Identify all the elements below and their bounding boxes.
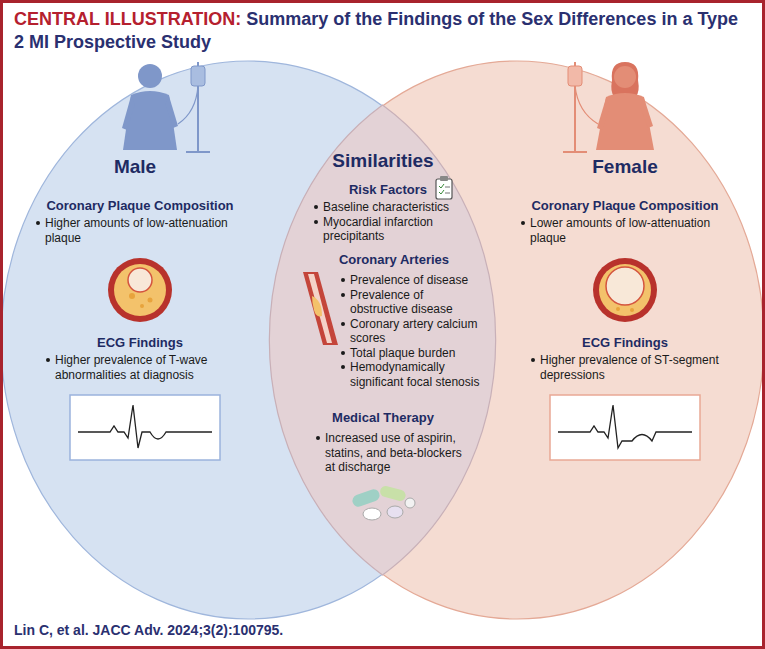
female-plaque-cross-section [593, 258, 657, 322]
male-ecg-box-part [70, 395, 220, 460]
female-iv-pole-part [563, 151, 587, 153]
text-group: Female [575, 156, 675, 178]
female-plaque-cross-section-part [630, 308, 634, 312]
male-circle-fill [1, 61, 495, 619]
section-heading: Medical Therapy [303, 410, 463, 426]
female-ecg-box-part [558, 405, 692, 448]
bullet-item: Higher amounts of low-attenuation plaque [35, 216, 245, 245]
figure-caption: Lin C, et al. JACC Adv. 2024;3(2):100795… [14, 621, 283, 639]
female-ecg-box [550, 395, 700, 460]
male-iv-pole [178, 62, 210, 152]
bullet-item: Myocardial infarction precipitants [313, 215, 463, 244]
male-plaque-cross-section-part [129, 293, 135, 299]
text-group: Medical Therapy [303, 410, 463, 428]
male-patient-figure-part [123, 91, 177, 150]
pills-image [351, 485, 415, 520]
bullet-item: Baseline characteristics [313, 200, 463, 215]
female-plaque-cross-section-part [599, 264, 651, 316]
pills-image-part [351, 488, 381, 509]
coronary-artery-image-part [303, 272, 338, 345]
male-plaque-cross-section-part [114, 264, 166, 316]
clipboard-icon-part [445, 193, 450, 194]
male-ecg-box [70, 395, 220, 460]
female-iv-pole-part [568, 66, 582, 86]
male-plaque-cross-section-part [148, 298, 153, 303]
bullet-item: Higher prevalence of T-wave abnormalitie… [45, 353, 235, 382]
female-ecg-box-part [550, 395, 700, 460]
clipboard-icon-part [445, 187, 450, 188]
bullet-item: Prevalence of disease [340, 273, 480, 288]
text-group: Coronary Arteries [299, 252, 489, 270]
female-patient-figure-part [596, 93, 654, 150]
figure-label: CENTRAL ILLUSTRATION: [14, 9, 241, 29]
coronary-artery-image-part [312, 296, 322, 316]
bullet-item: Total plaque burden [340, 346, 480, 361]
female-iv-pole-part [575, 86, 598, 124]
female-patient-figure-part [611, 62, 638, 96]
text-group: Male [85, 156, 185, 178]
similarities-overlap: SimilaritiesRisk FactorsBaseline charact… [269, 105, 496, 575]
female-plaque-cross-section-part [606, 267, 644, 305]
clipboard-icon-part [439, 184, 444, 194]
pills-image-part [379, 485, 407, 502]
male-patient-figure-part [138, 64, 162, 88]
male-patient-figure [122, 64, 178, 150]
female-patient-figure [596, 62, 654, 150]
female-plaque-cross-section-part [593, 258, 657, 322]
region-title: Female [575, 156, 675, 178]
section-heading: Coronary Plaque Composition [35, 198, 245, 214]
bullet-item: Higher prevalence of ST-segment depressi… [530, 353, 720, 382]
pills-image-part [387, 506, 403, 518]
female-iv-pole [563, 62, 598, 152]
male-plaque-cross-section-part [128, 268, 152, 292]
text-group: Increased use of aspirin, statins, and b… [315, 431, 465, 475]
female-plaque-cross-section-part [616, 307, 620, 311]
female-circle-fill [270, 61, 764, 619]
female-patient-figure-part [614, 66, 636, 88]
text-group: Prevalence of diseasePrevalence of obstr… [340, 273, 480, 389]
section-heading: Coronary Arteries [299, 252, 489, 268]
coronary-artery-image-part [308, 274, 332, 343]
male-plaque-cross-section-part [108, 258, 172, 322]
text-group: ECG FindingsHigher prevalence of T-wave … [45, 335, 235, 382]
female-patient-figure-part [597, 98, 610, 130]
bullet-item: Hemodynamically significant focal stenos… [340, 360, 480, 389]
clipboard-icon-part [440, 176, 448, 181]
male-patient-figure-part [165, 96, 178, 128]
male-plaque-cross-section [108, 258, 172, 322]
text-group: Coronary Plaque CompositionHigher amount… [35, 198, 245, 245]
text-group: Coronary Plaque CompositionLower amounts… [520, 198, 730, 245]
region-title: Male [85, 156, 185, 178]
clipboard-icon-part [436, 179, 452, 199]
section-heading: ECG Findings [530, 335, 720, 351]
section-heading: Risk Factors [313, 182, 463, 198]
male-iv-pole-part [191, 66, 205, 86]
text-group: ECG FindingsHigher prevalence of ST-segm… [530, 335, 720, 382]
male-plaque-cross-section-part [140, 304, 144, 308]
text-group: Similarities [283, 150, 483, 172]
coronary-artery-image [303, 272, 338, 345]
bullet-item: Coronary artery calcium scores [340, 317, 480, 346]
bullet-item: Prevalence of obstructive disease [340, 288, 480, 317]
similarities-overlap-fill [269, 105, 495, 575]
text-group: Risk FactorsBaseline characteristicsMyoc… [313, 182, 463, 244]
caption-area: Lin C, et al. JACC Adv. 2024;3(2):100795… [14, 621, 283, 639]
female-patient-figure-part [640, 98, 653, 128]
male-patient-figure-part [122, 96, 135, 130]
pills-image-part [405, 498, 415, 508]
male-ecg-box-part [78, 405, 212, 448]
bullet-item: Increased use of aspirin, statins, and b… [315, 431, 465, 475]
pills-image-part [363, 508, 381, 520]
section-heading: Coronary Plaque Composition [520, 198, 730, 214]
bullet-item: Lower amounts of low-attenuation plaque [520, 216, 730, 245]
clipboard-icon [436, 176, 452, 199]
male-iv-pole-part [186, 151, 210, 153]
region-title: Similarities [283, 150, 483, 172]
title-bar: CENTRAL ILLUSTRATION:Summary of the Find… [14, 8, 751, 54]
section-heading: ECG Findings [45, 335, 235, 351]
male-iv-pole-part [178, 86, 198, 124]
